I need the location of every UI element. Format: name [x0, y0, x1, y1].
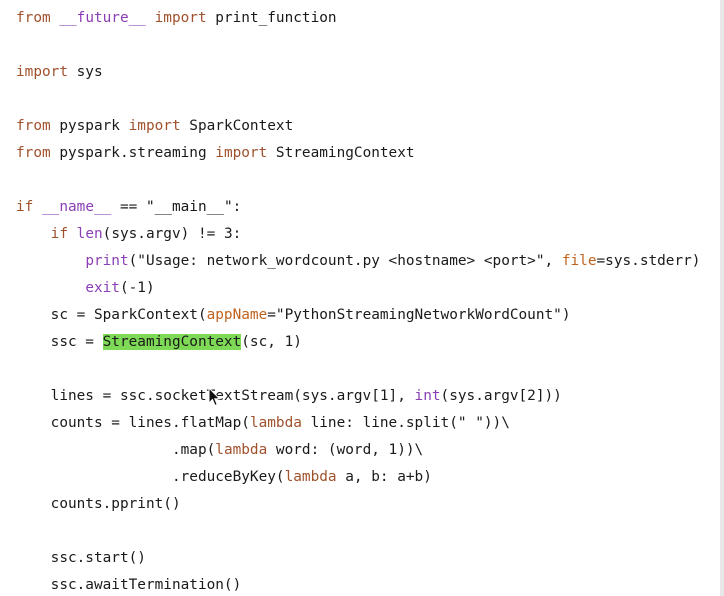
code-token: 3: [223, 226, 233, 242]
code-token: ssc.start(): [16, 550, 146, 566]
code-token: sc = SparkContext(: [16, 307, 207, 323]
code-line: [16, 32, 724, 59]
code-line: counts = lines.flatMap(lambda line: line…: [16, 410, 724, 437]
code-token: __future__: [59, 10, 146, 26]
code-token: counts = lines.flatMap(: [16, 415, 250, 431]
code-line: from pyspark import SparkContext: [16, 113, 724, 140]
code-line: [16, 167, 724, 194]
code-token: file: [561, 253, 597, 269]
code-line: .map(lambda word: (word, 1))\: [16, 437, 724, 464]
code-line: import sys: [16, 59, 724, 86]
code-token: SparkContext: [180, 118, 294, 134]
code-token: from: [16, 145, 51, 161]
code-token: if: [16, 199, 34, 215]
code-token: [16, 253, 85, 269]
code-line: counts.pprint(): [16, 491, 724, 518]
code-token: .reduceByKey(: [16, 469, 285, 485]
code-token: lambda: [215, 442, 268, 458]
code-token: print: [85, 253, 129, 269]
code-token: __name__: [42, 199, 112, 215]
code-token: ("Usage: network_wordcount.py <hostname>…: [128, 253, 562, 269]
code-line: exit(-1): [16, 275, 724, 302]
code-token: pyspark.streaming: [50, 145, 216, 161]
code-token: import: [128, 118, 181, 134]
code-line: [16, 356, 724, 383]
code-token: ="PythonStreamingNetworkWordCount"): [267, 307, 571, 323]
code-line: [16, 86, 724, 113]
code-lines: from __future__ import print_function im…: [16, 5, 724, 596]
code-line: if __name__ == "__main__":: [16, 194, 724, 221]
code-token: pyspark: [50, 118, 129, 134]
mouse-pointer-icon: [208, 387, 221, 407]
code-token: (sys.argv) !=: [102, 226, 224, 242]
code-token: [68, 226, 77, 242]
code-token: import: [154, 10, 207, 26]
code-token: exit: [85, 280, 120, 296]
code-line: ssc.start(): [16, 545, 724, 572]
code-token: a, b: a+b): [336, 469, 432, 485]
code-line: from pyspark.streaming import StreamingC…: [16, 140, 724, 167]
code-line: from __future__ import print_function: [16, 5, 724, 32]
code-token: lambda: [284, 469, 337, 485]
code-token: appName: [206, 307, 268, 323]
code-token: sys: [67, 64, 103, 80]
code-token: from: [16, 118, 51, 134]
code-token: (-1): [119, 280, 155, 296]
scrollbar-track[interactable]: [720, 0, 724, 596]
code-token: if: [50, 226, 68, 242]
code-token: [146, 10, 155, 26]
code-token: [16, 280, 85, 296]
code-token: lambda: [249, 415, 302, 431]
code-token: =sys.stderr): [596, 253, 701, 269]
code-token: line: line.split(" "))\: [301, 415, 510, 431]
code-token: StreamingContext: [267, 145, 415, 161]
code-line: .reduceByKey(lambda a, b: a+b): [16, 464, 724, 491]
highlighted-token: StreamingContext: [102, 334, 242, 350]
code-token: import: [16, 64, 68, 80]
code-token: len: [76, 226, 103, 242]
code-token: [33, 199, 42, 215]
code-token: .map(: [16, 442, 216, 458]
code-token: counts.pprint(): [16, 496, 181, 512]
code-token: ssc =: [16, 334, 103, 350]
code-line: sc = SparkContext(appName="PythonStreami…: [16, 302, 724, 329]
code-token: from: [16, 10, 51, 26]
code-token: (sc, 1): [241, 334, 302, 350]
code-token: (sys.argv[2])): [440, 388, 562, 404]
code-token: import: [215, 145, 268, 161]
code-line: ssc.awaitTermination(): [16, 572, 724, 596]
code-line: if len(sys.argv) != 3:: [16, 221, 724, 248]
code-token: :: [232, 226, 242, 242]
code-line: [16, 518, 724, 545]
code-token: ssc.awaitTermination(): [16, 577, 242, 593]
code-line: ssc = StreamingContext(sc, 1): [16, 329, 724, 356]
code-token: print_function: [206, 10, 337, 26]
code-token: lines = ssc.socketTextStream(sys.argv[1]…: [50, 388, 406, 404]
code-line: print("Usage: network_wordcount.py <host…: [16, 248, 724, 275]
code-token: word: (word, 1))\: [267, 442, 424, 458]
code-token: [16, 226, 51, 242]
code-token: int: [414, 388, 441, 404]
code-line: lines = ssc.socketTextStream(sys.argv[1]…: [16, 383, 724, 410]
code-token: == "__main__":: [111, 199, 242, 215]
